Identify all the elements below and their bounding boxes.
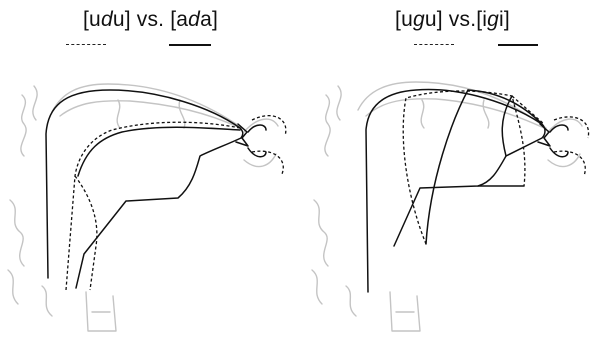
contour-ada: [46, 90, 243, 288]
vocal-tract-diagram-velar: [302, 0, 603, 339]
contour-udu: [66, 122, 240, 290]
anatomy-outline-velar: [312, 82, 582, 331]
panel-velar: [ugu] vs.[igi]: [302, 0, 603, 339]
panel-alveolar: [udu] vs. [ada]: [0, 0, 301, 339]
vocal-tract-diagram-alveolar: [0, 0, 301, 339]
contour-ugu: [403, 91, 525, 244]
